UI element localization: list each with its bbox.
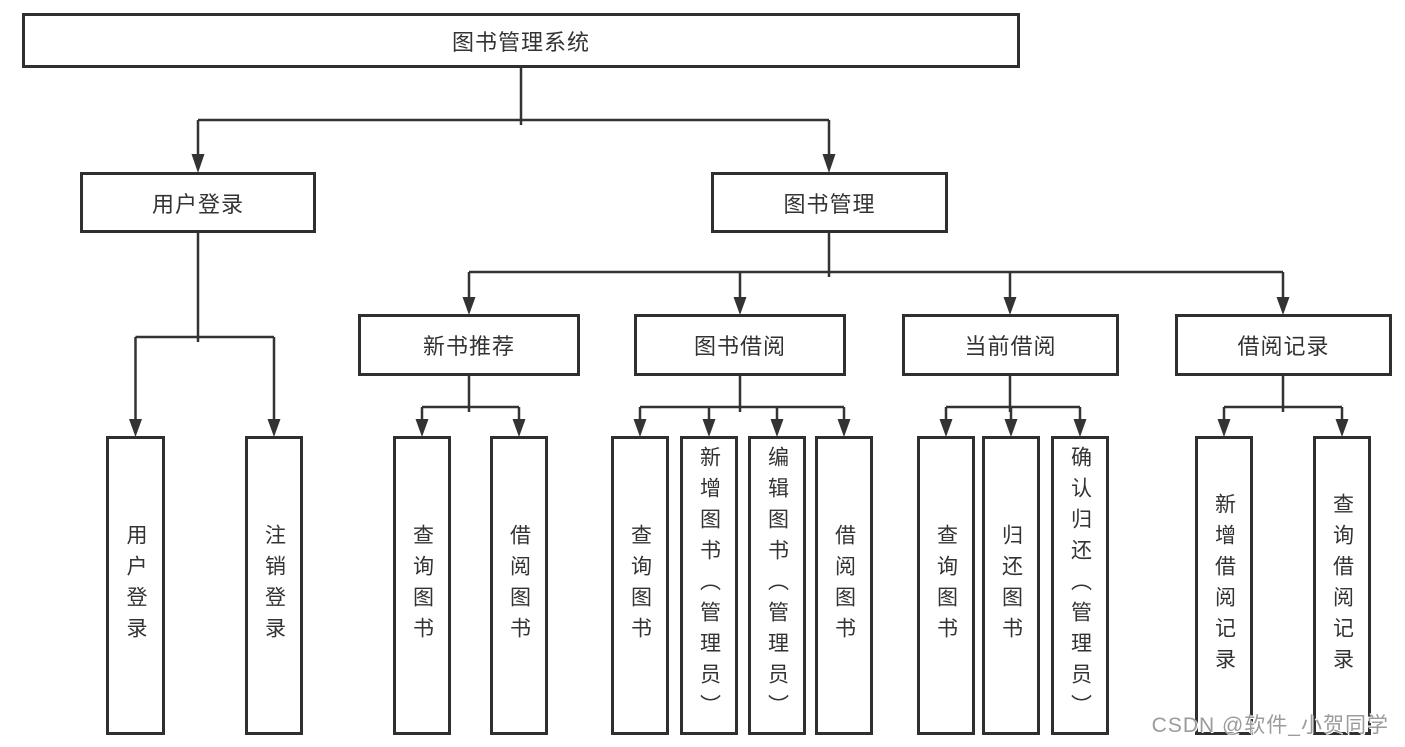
node-label: 查询图书 [410,523,434,648]
leaf-add-books-admin: 新增图书（管理员） [680,436,738,735]
node-label: 图书借阅 [693,334,786,359]
leaf-return-books: 归还图书 [982,436,1040,735]
node-label: 用户登录 [151,191,244,217]
leaf-add-borrow-record: 新增借阅记录 [1195,436,1253,735]
node-library-management-system: 图书管理系统 [22,13,1020,68]
node-label: 借阅记录 [1237,334,1330,359]
watermark: CSDN @软件_小贺同学 [1151,714,1389,737]
node-label: 图书管理 [783,191,876,217]
node-new-book-recommendation: 新书推荐 [358,314,580,376]
node-label: 查询图书 [934,523,958,648]
leaf-borrow-books-recommend: 借阅图书 [490,436,548,735]
leaf-edit-books-admin: 编辑图书（管理员） [748,436,806,735]
node-label: 新增借阅记录 [1212,492,1236,679]
node-label: 用户登录 [124,523,147,648]
node-label: 借阅图书 [507,523,531,648]
leaf-query-borrow-record: 查询借阅记录 [1313,436,1371,735]
leaf-query-books-recommend: 查询图书 [393,436,451,735]
node-book-management: 图书管理 [711,172,948,233]
node-label: 新书推荐 [422,334,515,359]
node-label: 注销登录 [262,523,286,648]
node-label: 新增图书（管理员） [697,446,721,725]
node-label: 确认归还（管理员） [1068,446,1092,725]
leaf-query-books-borrowing: 查询图书 [611,436,669,735]
arrowheads [129,154,1349,437]
node-borrowing-records: 借阅记录 [1175,314,1392,376]
node-current-borrowing: 当前借阅 [902,314,1119,376]
leaf-logout: 注销登录 [245,436,303,735]
leaf-confirm-return-admin: 确认归还（管理员） [1051,436,1109,735]
node-label: 查询图书 [628,523,652,648]
leaf-borrow-books-borrowing: 借阅图书 [815,436,873,735]
node-label: 归还图书 [999,523,1023,648]
node-user-login: 用户登录 [80,172,316,233]
node-label: 查询借阅记录 [1330,492,1354,679]
node-label: 编辑图书（管理员） [765,446,789,725]
leaf-query-books-current: 查询图书 [917,436,975,735]
node-label: 借阅图书 [832,523,856,648]
node-label: 图书管理系统 [451,29,590,55]
node-book-borrowing: 图书借阅 [634,314,846,376]
node-label: 当前借阅 [964,334,1057,359]
leaf-user-login: 用户登录 [106,436,165,735]
